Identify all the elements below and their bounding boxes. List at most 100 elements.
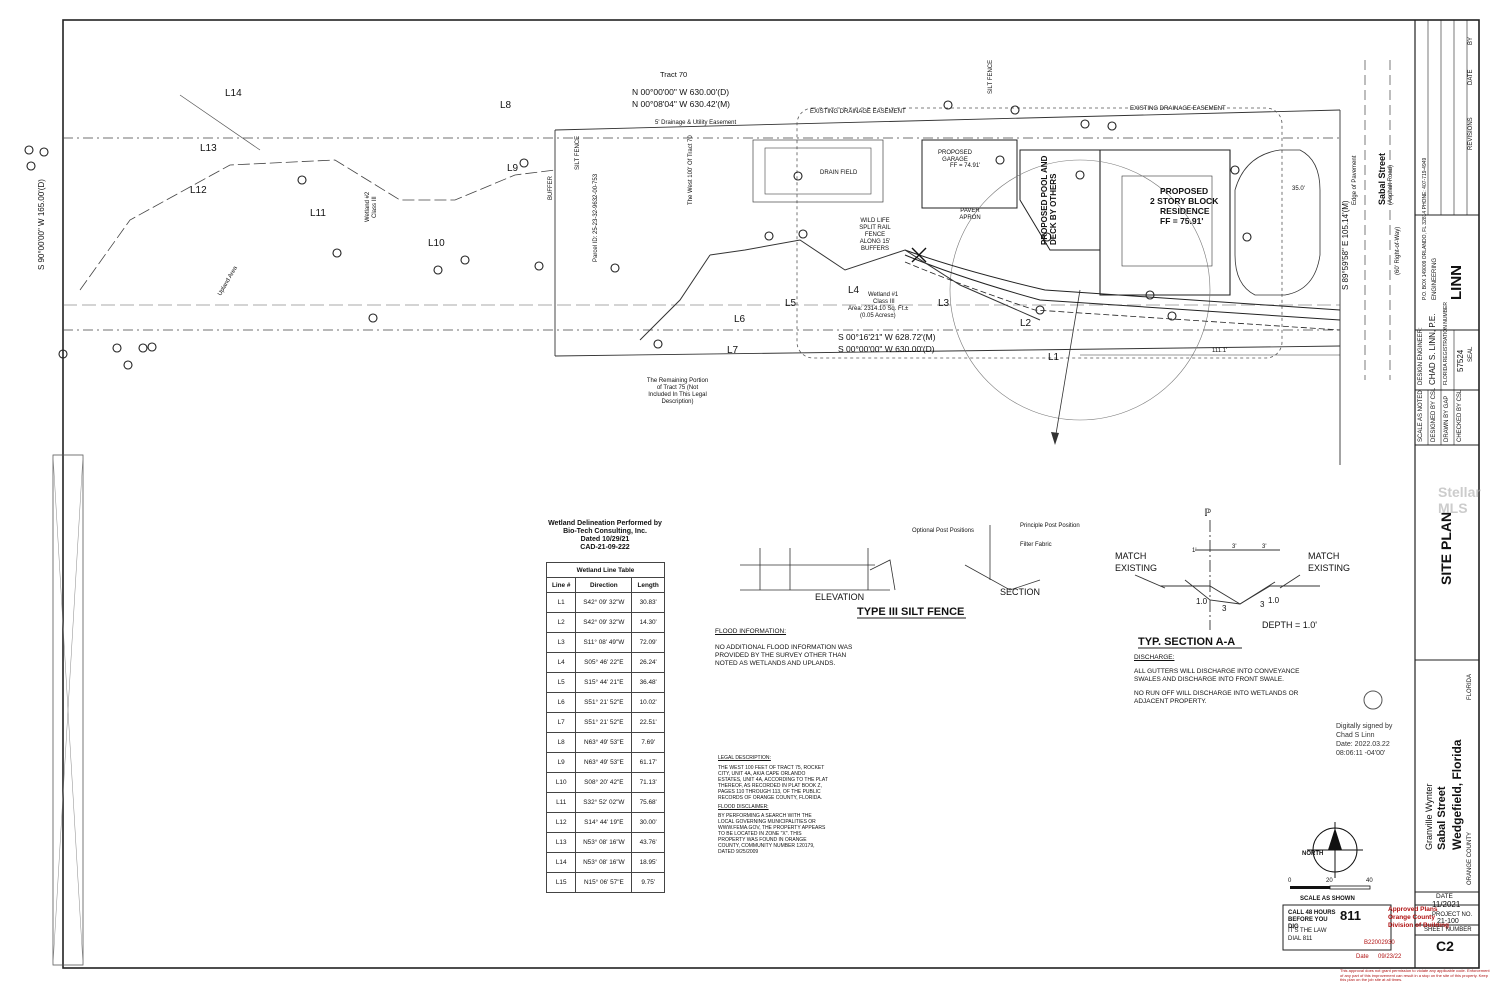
flood-disclaimer-text: BY PERFORMING A SEARCH WITH THE LOCAL GO… bbox=[718, 813, 826, 855]
checked-by: CHECKED BY CSL bbox=[1457, 389, 1463, 442]
length-cell: 75.68' bbox=[631, 792, 665, 813]
line-cell: L5 bbox=[545, 672, 577, 693]
direction-cell: S51° 21' 52"E bbox=[575, 692, 633, 713]
length-cell: 7.69' bbox=[631, 732, 665, 753]
sheet-title: SITE PLAN bbox=[1438, 511, 1454, 585]
line-label-L8: L8 bbox=[500, 100, 512, 111]
county-label: ORANGE COUNTY bbox=[1467, 831, 1473, 885]
stamp-number: B22002930 bbox=[1364, 940, 1395, 946]
scale-0: 0 bbox=[1288, 878, 1292, 884]
line-cell: L4 bbox=[545, 652, 577, 673]
length-cell: 30.00' bbox=[631, 812, 665, 833]
registration-label: FLORIDA REGISTRATION NUMBER bbox=[1443, 302, 1449, 385]
match-existing-right: MATCH EXISTING bbox=[1308, 551, 1351, 573]
street-sub: (Asphalt Road) bbox=[1388, 164, 1394, 205]
wetland-delineation-heading: Wetland Delineation Performed by Bio-Tec… bbox=[530, 520, 680, 552]
date-value: 11/2021 bbox=[1432, 900, 1461, 909]
signature-line1: Digitally signed by bbox=[1336, 723, 1393, 730]
drain-field-label: DRAIN FIELD bbox=[820, 170, 858, 176]
buffer-label: BUFFER bbox=[548, 176, 554, 200]
discharge-note-2: NO RUN OFF WILL DISCHARGE INTO WETLANDS … bbox=[1134, 690, 1299, 705]
direction-cell: S32° 52' 02"W bbox=[575, 792, 633, 813]
length-cell: 72.09' bbox=[631, 632, 665, 653]
line-cell: L10 bbox=[545, 772, 577, 793]
project-no-label: PROJECT NO. bbox=[1432, 912, 1473, 918]
line-label-L3: L3 bbox=[938, 298, 950, 309]
east-bearing: S 89°59'58" E 105.14'(M) bbox=[1341, 200, 1350, 290]
paver-apron-label: PAVER APRON bbox=[959, 208, 981, 221]
direction-cell: S14° 44' 19"E bbox=[575, 812, 633, 833]
right-of-way: (60' Right-of-Way) bbox=[1395, 226, 1401, 275]
direction-cell: S11° 08' 49"W bbox=[575, 632, 633, 653]
discharge-heading: DISCHARGE: bbox=[1134, 654, 1175, 661]
table-title: Wetland Line Table bbox=[546, 562, 665, 578]
heading-line1: Wetland Delineation Performed by bbox=[548, 520, 662, 527]
slope-right: 1.0 bbox=[1268, 596, 1280, 605]
filter-fabric-label: Filter Fabric bbox=[1020, 542, 1052, 548]
dim-111: 111.1' bbox=[1212, 348, 1228, 354]
stamp-date-label: Date bbox=[1356, 954, 1369, 960]
stamp-line3: Division of Building bbox=[1388, 922, 1450, 929]
sheet-number: C2 bbox=[1436, 938, 1454, 954]
stamp-line1: Approved Plans bbox=[1388, 906, 1438, 913]
signature-line2: Chad S Linn bbox=[1336, 732, 1375, 739]
line-cell: L9 bbox=[545, 752, 577, 773]
line-cell: L7 bbox=[545, 712, 577, 733]
direction-cell: S42° 09' 32"W bbox=[575, 612, 633, 633]
edge-pavement: Edge of Pavement bbox=[1352, 155, 1358, 205]
registration-number: 57524 bbox=[1456, 349, 1465, 372]
parcel-id: Parcel ID: 25-23-32-9632-00-753 bbox=[593, 173, 599, 262]
line-cell: L13 bbox=[545, 832, 577, 853]
wetland1-acres: (0.05 Acres±) bbox=[860, 313, 896, 319]
line-cell: L8 bbox=[545, 732, 577, 753]
discharge-notes: DISCHARGE: ALL GUTTERS WILL DISCHARGE IN… bbox=[1134, 654, 1304, 706]
north-bearing-m: N 00°08'04" W 630.42'(M) bbox=[632, 99, 731, 109]
residence-line3: RESIDENCE bbox=[1160, 206, 1210, 216]
street-name: Sabal Street bbox=[1377, 152, 1387, 205]
stamp-disclaimer: This approval does not grant permission … bbox=[1340, 968, 1490, 983]
engineer-label: DESIGN ENGINEER: bbox=[1418, 327, 1424, 385]
length-cell: 26.24' bbox=[631, 652, 665, 673]
scale-40: 40 bbox=[1366, 878, 1373, 884]
flood-text: NO ADDITIONAL FLOOD INFORMATION WAS PROV… bbox=[715, 644, 853, 667]
depth-label: DEPTH = 1.0' bbox=[1262, 620, 1317, 630]
dim-35: 35.0' bbox=[1292, 186, 1305, 192]
line-cell: L3 bbox=[545, 632, 577, 653]
optional-post-label: Optional Post Positions bbox=[912, 528, 975, 534]
heading-line4: CAD-21-09-222 bbox=[580, 544, 630, 551]
signature-line3: Date: 2022.03.22 bbox=[1336, 741, 1390, 748]
line-cell: L2 bbox=[545, 612, 577, 633]
north-bearing-d: N 00°00'00" W 630.00'(D) bbox=[632, 87, 730, 97]
date-col-label: DATE bbox=[1468, 69, 1474, 85]
state-label: FLORIDA bbox=[1467, 673, 1473, 700]
flood-info: FLOOD INFORMATION: NO ADDITIONAL FLOOD I… bbox=[715, 628, 870, 668]
flood-heading: FLOOD INFORMATION: bbox=[715, 628, 787, 635]
direction-cell: N53° 08' 16"W bbox=[575, 852, 633, 873]
section-aa-title: TYP. SECTION A-A bbox=[1138, 636, 1236, 648]
discharge-note-1: ALL GUTTERS WILL DISCHARGE INTO CONVEYAN… bbox=[1134, 668, 1300, 683]
wetland-line-table: Wetland Line Table Line # Direction Leng… bbox=[545, 562, 665, 893]
wetland2-name: Wetland #2 bbox=[365, 191, 371, 222]
line-label-L14: L14 bbox=[225, 88, 242, 99]
legal-heading: LEGAL DESCRIPTION: bbox=[718, 755, 771, 761]
drawn-by: DRAWN BY GAP bbox=[1444, 395, 1450, 442]
heading-line3: Dated 10/29/21 bbox=[580, 536, 630, 543]
direction-cell: N63° 49' 53"E bbox=[575, 732, 633, 753]
proposed-pool-label: PROPOSED POOL AND DECK BY OTHERS bbox=[1040, 155, 1058, 245]
firm-name: LINN bbox=[1448, 265, 1465, 300]
proposed-garage-label: PROPOSED GARAGE bbox=[937, 150, 972, 163]
slope-3a: 3 bbox=[1222, 604, 1227, 613]
digital-signature: Digitally signed by Chad S Linn Date: 20… bbox=[1336, 722, 1392, 758]
seal-label: SEAL bbox=[1468, 346, 1474, 362]
length-cell: 61.17' bbox=[631, 752, 665, 773]
length-cell: 18.95' bbox=[631, 852, 665, 873]
revisions-label: REVISIONS bbox=[1468, 117, 1474, 150]
